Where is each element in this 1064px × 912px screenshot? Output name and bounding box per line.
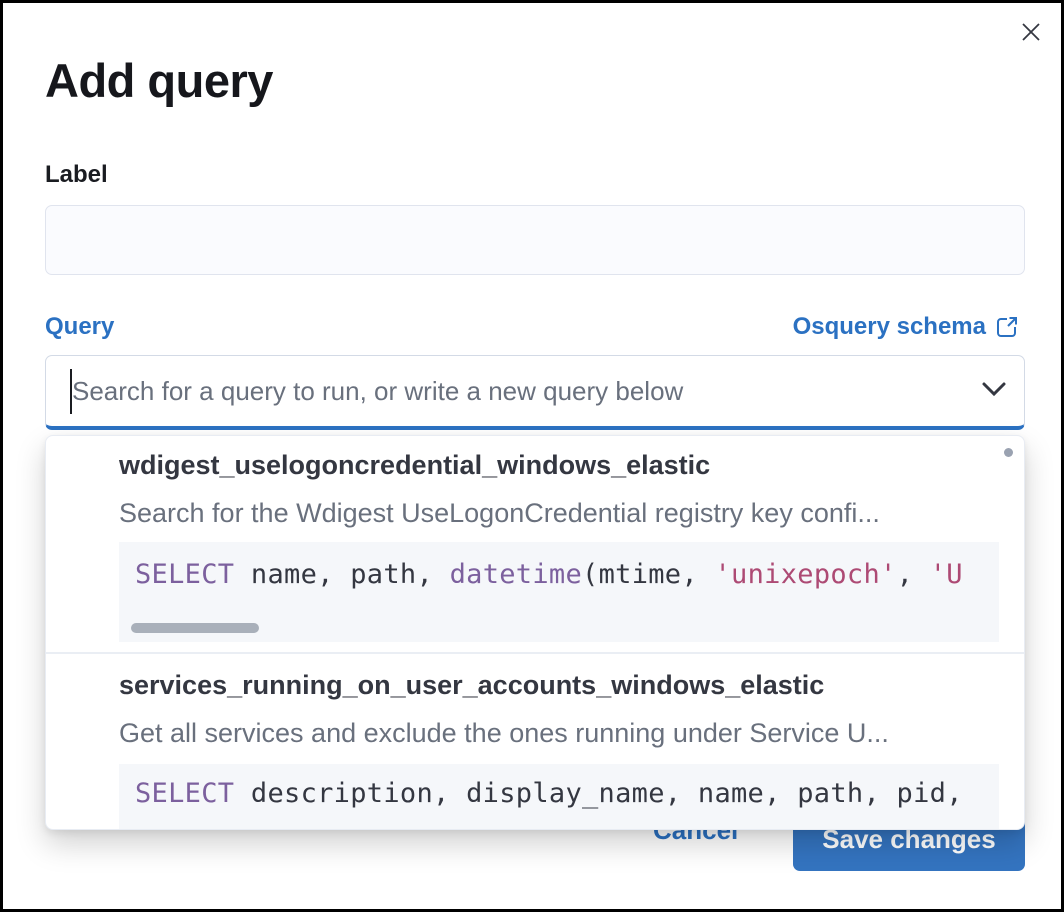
dropdown-scrollbar-thumb[interactable] xyxy=(1004,448,1013,457)
query-option-description: Search for the Wdigest UseLogonCredentia… xyxy=(119,498,880,528)
combobox-toggle[interactable] xyxy=(964,356,1024,426)
query-option-title: wdigest_uselogoncredential_windows_elast… xyxy=(119,450,711,480)
query-option-sql-snippet: SELECT name, path, datetime(mtime, 'unix… xyxy=(119,542,999,642)
text-cursor xyxy=(70,369,72,414)
query-field-label: Query xyxy=(45,313,115,340)
query-option-description: Get all services and exclude the ones ru… xyxy=(119,718,889,748)
sql-code: SELECT description, display_name, name, … xyxy=(135,778,963,809)
code-scrollbar-thumb[interactable] xyxy=(131,623,259,633)
label-field-label: Label xyxy=(45,161,108,188)
sql-code: SELECT name, path, datetime(mtime, 'unix… xyxy=(135,559,963,590)
osquery-schema-link[interactable]: Osquery schema xyxy=(793,313,1019,341)
query-search-input[interactable] xyxy=(46,375,964,407)
query-suggestions-popover: wdigest_uselogoncredential_windows_elast… xyxy=(45,435,1025,830)
query-combobox xyxy=(45,355,1025,430)
query-option-title: services_running_on_user_accounts_window… xyxy=(119,670,825,700)
label-input[interactable] xyxy=(46,206,1024,274)
modal-title: Add query xyxy=(45,54,273,107)
close-icon xyxy=(1020,21,1042,46)
chevron-down-icon xyxy=(981,381,1007,402)
osquery-schema-link-label: Osquery schema xyxy=(792,313,986,340)
external-link-icon xyxy=(995,315,1019,339)
option-divider xyxy=(46,652,1024,654)
close-button[interactable] xyxy=(1013,15,1049,51)
query-option-sql-snippet: SELECT description, display_name, name, … xyxy=(119,764,999,829)
label-input-container xyxy=(45,205,1025,275)
